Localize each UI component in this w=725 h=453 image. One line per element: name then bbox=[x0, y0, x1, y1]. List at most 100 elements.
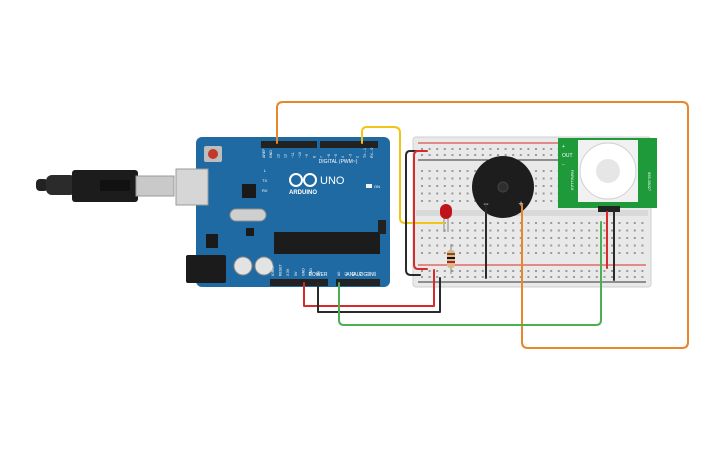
terminal-hole[interactable] bbox=[633, 229, 636, 232]
terminal-hole[interactable] bbox=[550, 185, 553, 187]
rail-hole[interactable] bbox=[573, 270, 575, 272]
rail-hole[interactable] bbox=[557, 276, 560, 278]
rail-hole[interactable] bbox=[535, 276, 537, 278]
terminal-hole[interactable] bbox=[504, 237, 507, 239]
rail-hole[interactable] bbox=[519, 270, 522, 272]
terminal-hole[interactable] bbox=[618, 222, 621, 224]
terminal-hole[interactable] bbox=[641, 229, 644, 232]
rail-hole[interactable] bbox=[595, 270, 598, 272]
terminal-hole[interactable] bbox=[603, 244, 606, 247]
terminal-hole[interactable] bbox=[611, 252, 613, 254]
rail-hole[interactable] bbox=[466, 270, 469, 272]
terminal-hole[interactable] bbox=[481, 244, 484, 247]
terminal-hole[interactable] bbox=[436, 185, 439, 187]
terminal-hole[interactable] bbox=[550, 237, 553, 239]
terminal-hole[interactable] bbox=[443, 237, 446, 239]
terminal-hole[interactable] bbox=[595, 229, 598, 232]
terminal-hole[interactable] bbox=[489, 252, 492, 254]
terminal-hole[interactable] bbox=[466, 237, 469, 239]
terminal-hole[interactable] bbox=[459, 244, 461, 247]
rail-hole[interactable] bbox=[535, 270, 537, 272]
rail-hole[interactable] bbox=[535, 154, 537, 156]
rail-hole[interactable] bbox=[519, 148, 522, 150]
terminal-hole[interactable] bbox=[451, 200, 454, 202]
terminal-hole[interactable] bbox=[428, 192, 431, 195]
terminal-hole[interactable] bbox=[626, 229, 629, 232]
rail-hole[interactable] bbox=[512, 148, 515, 150]
rail-hole[interactable] bbox=[466, 276, 469, 278]
terminal-hole[interactable] bbox=[459, 185, 461, 187]
terminal-hole[interactable] bbox=[550, 229, 553, 232]
terminal-hole[interactable] bbox=[421, 252, 423, 254]
rail-hole[interactable] bbox=[519, 154, 522, 156]
rail-hole[interactable] bbox=[527, 270, 530, 272]
terminal-hole[interactable] bbox=[421, 244, 423, 247]
terminal-hole[interactable] bbox=[573, 252, 575, 254]
terminal-hole[interactable] bbox=[459, 252, 461, 254]
rail-hole[interactable] bbox=[550, 270, 553, 272]
terminal-hole[interactable] bbox=[512, 244, 515, 247]
rail-hole[interactable] bbox=[436, 148, 439, 150]
rail-hole[interactable] bbox=[535, 148, 537, 150]
terminal-hole[interactable] bbox=[550, 192, 553, 195]
terminal-hole[interactable] bbox=[497, 244, 499, 247]
terminal-hole[interactable] bbox=[565, 222, 568, 224]
terminal-hole[interactable] bbox=[466, 192, 469, 195]
terminal-hole[interactable] bbox=[451, 177, 454, 180]
wire-orange[interactable] bbox=[276, 101, 689, 349]
rail-hole[interactable] bbox=[459, 154, 461, 156]
terminal-hole[interactable] bbox=[519, 229, 522, 232]
terminal-hole[interactable] bbox=[588, 222, 591, 224]
terminal-hole[interactable] bbox=[421, 229, 423, 232]
terminal-hole[interactable] bbox=[618, 237, 621, 239]
terminal-hole[interactable] bbox=[542, 185, 545, 187]
rail-hole[interactable] bbox=[489, 154, 492, 156]
rail-hole[interactable] bbox=[421, 154, 423, 156]
terminal-hole[interactable] bbox=[550, 252, 553, 254]
terminal-hole[interactable] bbox=[451, 237, 454, 239]
terminal-hole[interactable] bbox=[565, 237, 568, 239]
rail-hole[interactable] bbox=[474, 154, 477, 156]
terminal-hole[interactable] bbox=[588, 252, 591, 254]
terminal-hole[interactable] bbox=[443, 252, 446, 254]
pir-sensor[interactable]: PARALLAX 555-28027 +OUT− bbox=[558, 138, 657, 212]
terminal-hole[interactable] bbox=[542, 200, 545, 202]
terminal-hole[interactable] bbox=[497, 237, 499, 239]
wire-red-5v[interactable] bbox=[303, 269, 435, 307]
rail-hole[interactable] bbox=[436, 154, 439, 156]
wire-black-gnd[interactable] bbox=[317, 277, 441, 313]
rail-hole[interactable] bbox=[603, 276, 606, 278]
rail-hole[interactable] bbox=[451, 148, 454, 150]
rail-hole[interactable] bbox=[489, 276, 492, 278]
red-led[interactable] bbox=[440, 204, 452, 232]
rail-hole[interactable] bbox=[443, 270, 446, 272]
wire-black-rail[interactable] bbox=[405, 150, 421, 276]
terminal-hole[interactable] bbox=[618, 229, 621, 232]
rail-hole[interactable] bbox=[542, 270, 545, 272]
terminal-hole[interactable] bbox=[626, 252, 629, 254]
resistor[interactable] bbox=[447, 244, 455, 274]
terminal-hole[interactable] bbox=[542, 229, 545, 232]
terminal-hole[interactable] bbox=[428, 229, 431, 232]
terminal-hole[interactable] bbox=[611, 222, 613, 224]
terminal-hole[interactable] bbox=[535, 229, 537, 232]
rail-hole[interactable] bbox=[611, 276, 613, 278]
rail-hole[interactable] bbox=[497, 270, 499, 272]
rail-hole[interactable] bbox=[466, 148, 469, 150]
terminal-hole[interactable] bbox=[527, 237, 530, 239]
terminal-hole[interactable] bbox=[595, 244, 598, 247]
terminal-hole[interactable] bbox=[542, 237, 545, 239]
rail-hole[interactable] bbox=[443, 154, 446, 156]
terminal-hole[interactable] bbox=[489, 237, 492, 239]
terminal-hole[interactable] bbox=[481, 229, 484, 232]
terminal-hole[interactable] bbox=[504, 222, 507, 224]
terminal-hole[interactable] bbox=[611, 229, 613, 232]
terminal-hole[interactable] bbox=[519, 252, 522, 254]
terminal-hole[interactable] bbox=[459, 177, 461, 180]
terminal-hole[interactable] bbox=[519, 222, 522, 224]
terminal-hole[interactable] bbox=[535, 177, 537, 180]
terminal-hole[interactable] bbox=[474, 252, 477, 254]
terminal-hole[interactable] bbox=[451, 222, 454, 224]
rail-hole[interactable] bbox=[542, 148, 545, 150]
terminal-hole[interactable] bbox=[512, 229, 515, 232]
